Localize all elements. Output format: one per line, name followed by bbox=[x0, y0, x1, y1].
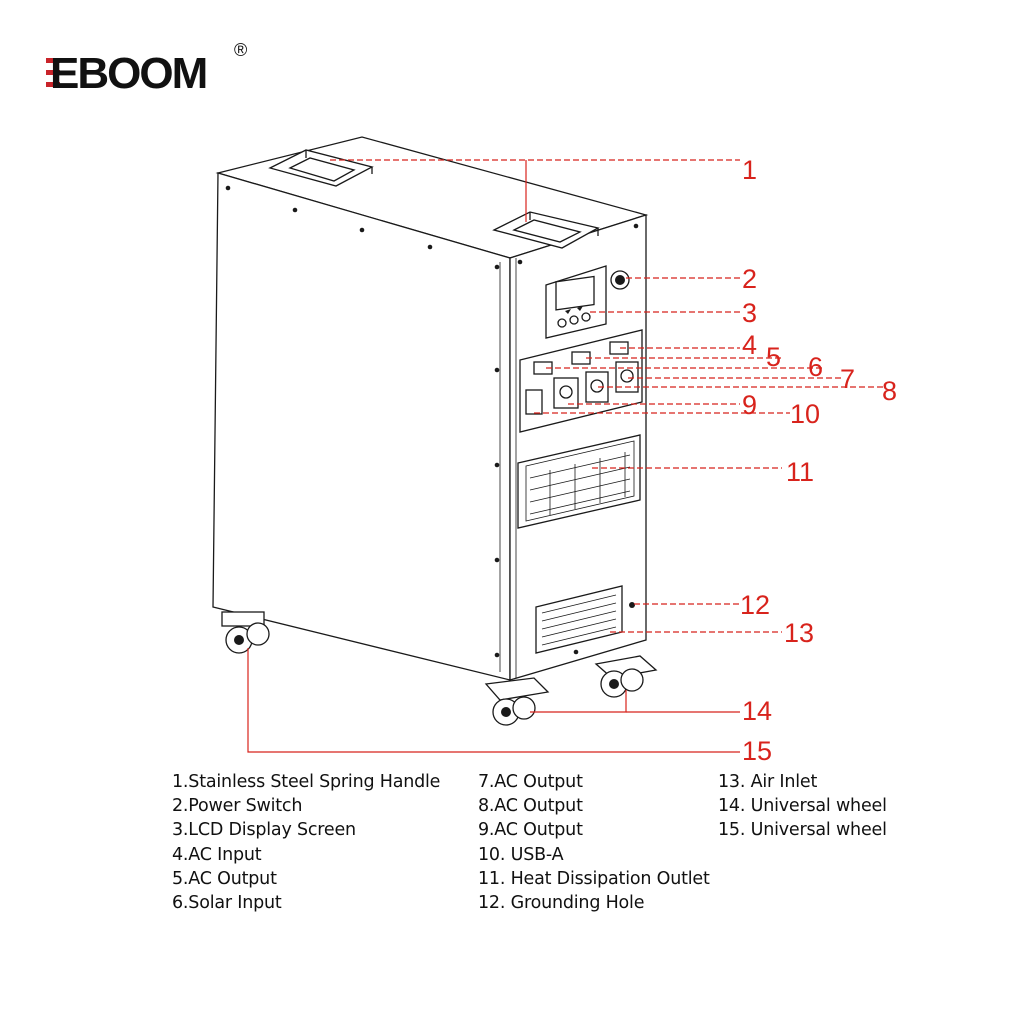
callout-12: 12 bbox=[740, 590, 770, 620]
legend-item-11: 11. Heat Dissipation Outlet bbox=[478, 868, 710, 889]
legend-column-3: 13. Air Inlet 14. Universal wheel 15. Un… bbox=[718, 770, 887, 843]
callout-15: 15 bbox=[742, 736, 772, 766]
callout-10: 10 bbox=[790, 399, 820, 429]
callout-14: 14 bbox=[742, 696, 772, 726]
callout-11: 11 bbox=[786, 457, 814, 487]
callout-7: 7 bbox=[840, 364, 855, 394]
grounding-hole bbox=[629, 602, 635, 608]
legend-item-13: 13. Air Inlet bbox=[718, 772, 818, 792]
power-switch bbox=[610, 270, 630, 290]
legend-item-14: 14. Universal wheel bbox=[718, 796, 887, 817]
legend-item-10: 10. USB-A bbox=[478, 844, 564, 865]
control-panel bbox=[545, 265, 607, 339]
legend-item-8: 8.AC Output bbox=[478, 796, 583, 817]
air-inlet bbox=[535, 585, 623, 654]
legend-item-12: 12. Grounding Hole bbox=[478, 893, 645, 914]
legend-item-15: 15. Universal wheel bbox=[718, 820, 887, 841]
leader-lines bbox=[247, 159, 885, 753]
brand-logo-text: EBOOM bbox=[50, 49, 206, 98]
wheel-front-left bbox=[484, 677, 550, 726]
heat-dissipation-outlet bbox=[517, 434, 641, 529]
callout-5: 5 bbox=[766, 342, 781, 372]
legend-item-6: 6.Solar Input bbox=[172, 893, 282, 914]
wheel-rear-left bbox=[221, 611, 270, 654]
legend-column-1: 1.Stainless Steel Spring Handle 2.Power … bbox=[172, 770, 440, 915]
outlet-panel bbox=[519, 329, 643, 433]
callout-9: 9 bbox=[742, 390, 757, 420]
top-handle-front bbox=[492, 211, 600, 249]
registered-mark: ® bbox=[234, 40, 247, 60]
callout-8: 8 bbox=[882, 376, 897, 406]
callout-2: 2 bbox=[742, 264, 757, 294]
callout-3: 3 bbox=[742, 298, 757, 328]
legend-item-9: 9.AC Output bbox=[478, 820, 583, 841]
callout-4: 4 bbox=[742, 330, 757, 360]
wheel-front-right bbox=[594, 655, 658, 698]
legend-item-3: 3.LCD Display Screen bbox=[172, 820, 356, 841]
callout-6: 6 bbox=[808, 352, 823, 382]
legend-item-4: 4.AC Input bbox=[172, 844, 262, 865]
brand-logo: EBOOM ® bbox=[46, 40, 247, 98]
legend-item-7: 7.AC Output bbox=[478, 772, 583, 792]
legend-column-2: 7.AC Output 8.AC Output 9.AC Output 10. … bbox=[478, 770, 710, 915]
callout-13: 13 bbox=[784, 618, 814, 648]
legend-item-2: 2.Power Switch bbox=[172, 796, 303, 817]
top-handle-rear bbox=[268, 149, 374, 187]
legend-item-1: 1.Stainless Steel Spring Handle bbox=[172, 772, 441, 792]
legend-item-5: 5.AC Output bbox=[172, 868, 277, 889]
callout-1: 1 bbox=[742, 155, 757, 185]
